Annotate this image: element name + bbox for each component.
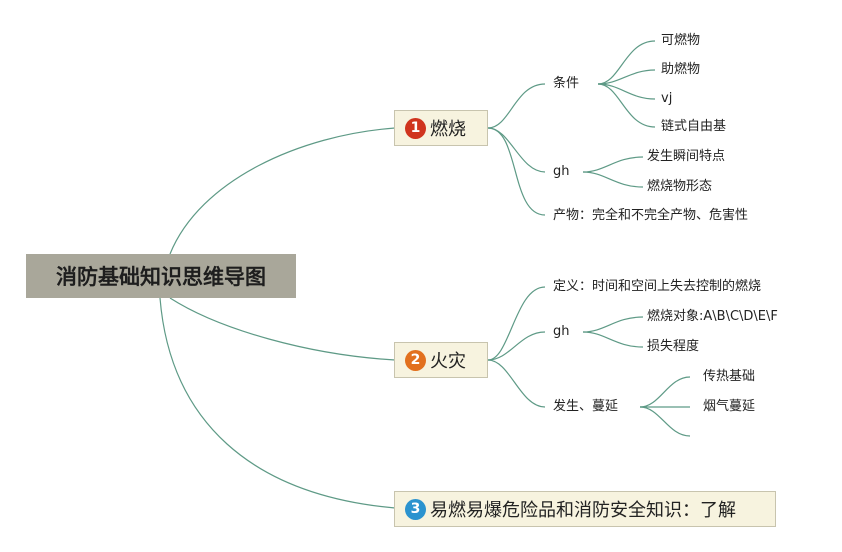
link-fasheng-3 — [639, 406, 691, 437]
link-gh1-2 — [582, 171, 644, 188]
branch-occurrence-spread[interactable]: 发生、蔓延 — [553, 399, 619, 414]
link-fasheng-1 — [639, 376, 691, 408]
link-tiaojian-4 — [597, 83, 656, 128]
branch-conditions[interactable]: 条件 — [553, 76, 580, 91]
link-t2-dingyi — [487, 286, 546, 361]
branch-gh-fire[interactable]: gh — [553, 324, 570, 339]
link-root-topic3 — [159, 297, 396, 509]
link-tiaojian-2 — [597, 69, 656, 85]
link-gh1-1 — [582, 156, 644, 173]
topic-hazardous-materials[interactable]: 3 易燃易爆危险品和消防安全知识：了解 — [394, 491, 776, 527]
root-topic-label: 消防基础知识思维导图 — [56, 265, 266, 289]
leaf-combustible[interactable]: 可燃物 — [661, 33, 701, 48]
topic-label: 易燃易爆危险品和消防安全知识：了解 — [430, 500, 736, 521]
topic-number-badge: 1 — [405, 117, 426, 139]
topic-number-badge: 3 — [405, 498, 426, 520]
link-t1-tiaojian — [487, 83, 546, 129]
link-gh2-2 — [582, 331, 644, 348]
root-topic[interactable]: 消防基础知识思维导图 — [26, 254, 296, 298]
link-t2-fasheng — [487, 359, 546, 408]
leaf-free-radical[interactable]: 链式自由基 — [661, 119, 727, 134]
leaf-heat-transfer[interactable]: 传热基础 — [703, 369, 756, 384]
link-root-topic1 — [169, 127, 396, 255]
leaf-instant-features[interactable]: 发生瞬间特点 — [647, 149, 726, 164]
branch-products[interactable]: 产物：完全和不完全产物、危害性 — [553, 208, 749, 223]
branch-gh-combustion[interactable]: gh — [553, 164, 570, 179]
link-tiaojian-3 — [597, 83, 656, 100]
topic-combustion[interactable]: 1 燃烧 — [394, 110, 488, 146]
topic-label: 火灾 — [430, 351, 466, 372]
branch-definition[interactable]: 定义：时间和空间上失去控制的燃烧 — [553, 279, 762, 294]
link-t1-chanwu — [487, 127, 546, 216]
leaf-loss-degree[interactable]: 损失程度 — [647, 339, 700, 354]
leaf-vj[interactable]: vj — [661, 91, 673, 106]
topic-number-badge: 2 — [405, 349, 426, 371]
leaf-oxidizer[interactable]: 助燃物 — [661, 62, 701, 77]
link-t2-gh — [487, 331, 546, 361]
link-root-topic2 — [169, 297, 396, 361]
link-gh2-1 — [582, 316, 644, 333]
link-t1-gh — [487, 127, 546, 173]
leaf-fire-object[interactable]: 燃烧对象:A\B\C\D\E\F — [647, 309, 778, 324]
topic-fire[interactable]: 2 火灾 — [394, 342, 488, 378]
topic-label: 燃烧 — [430, 119, 466, 140]
leaf-combustible-form[interactable]: 燃烧物形态 — [647, 179, 713, 194]
leaf-smoke-spread[interactable]: 烟气蔓延 — [703, 399, 756, 414]
link-tiaojian-1 — [597, 40, 656, 85]
